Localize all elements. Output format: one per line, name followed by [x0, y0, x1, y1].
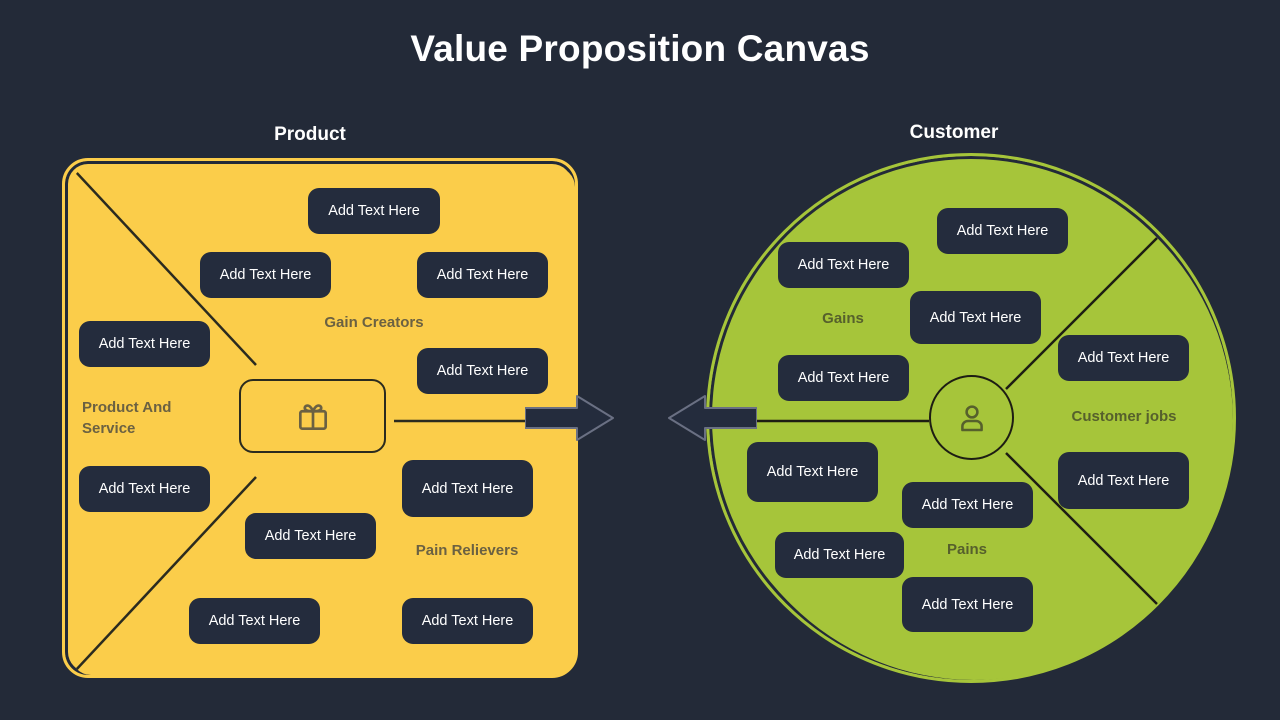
customer-chip-6[interactable]: Add Text Here: [747, 442, 878, 502]
product-chip-2[interactable]: Add Text Here: [200, 252, 331, 298]
label-customer-jobs: Customer jobs: [1071, 408, 1177, 425]
customer-chip-3[interactable]: Add Text Here: [910, 291, 1041, 344]
customer-chip-10[interactable]: Add Text Here: [902, 577, 1033, 632]
person-icon: [960, 404, 983, 431]
product-chip-6[interactable]: Add Text Here: [79, 466, 210, 512]
arrow-right-connector: [524, 392, 615, 449]
customer-chip-8[interactable]: Add Text Here: [902, 482, 1033, 528]
customer-chip-4[interactable]: Add Text Here: [1058, 335, 1189, 381]
label-gains: Gains: [822, 310, 864, 327]
arrow-left-icon: [668, 395, 758, 441]
arrow-right-icon: [524, 395, 614, 441]
label-pain-relievers: Pain Relievers: [415, 542, 519, 559]
customer-center-icon-box: [929, 375, 1014, 460]
customer-heading: Customer: [909, 122, 999, 143]
product-chip-5[interactable]: Add Text Here: [417, 348, 548, 394]
product-chip-9[interactable]: Add Text Here: [189, 598, 320, 644]
product-chip-3[interactable]: Add Text Here: [417, 252, 548, 298]
product-panel: [62, 158, 578, 678]
customer-chip-1[interactable]: Add Text Here: [937, 208, 1068, 254]
product-chip-1[interactable]: Add Text Here: [308, 188, 440, 234]
gift-icon: [298, 404, 327, 431]
label-pains: Pains: [946, 541, 988, 558]
page-title: Value Proposition Canvas: [410, 28, 870, 69]
product-chip-10[interactable]: Add Text Here: [402, 598, 533, 644]
label-gain-creators: Gain Creators: [324, 314, 424, 331]
label-product-and-service: Product And Service: [82, 399, 172, 437]
product-chip-8[interactable]: Add Text Here: [245, 513, 376, 559]
arrow-left-connector: [667, 392, 758, 449]
product-center-icon-box: [239, 379, 386, 453]
customer-chip-5[interactable]: Add Text Here: [778, 355, 909, 401]
customer-chip-2[interactable]: Add Text Here: [778, 242, 909, 288]
product-heading: Product: [274, 124, 346, 145]
product-chip-7[interactable]: Add Text Here: [402, 460, 533, 517]
product-chip-4[interactable]: Add Text Here: [79, 321, 210, 367]
customer-chip-7[interactable]: Add Text Here: [1058, 452, 1189, 509]
customer-chip-9[interactable]: Add Text Here: [775, 532, 904, 578]
